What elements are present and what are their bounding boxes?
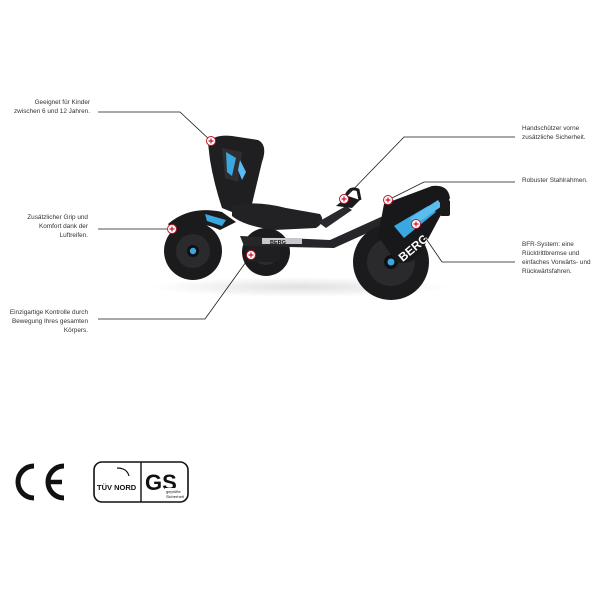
- marker-frame[interactable]: [383, 195, 393, 205]
- leader-lines: [98, 111, 515, 320]
- callout-grip-line: Zusätzlicher Grip und: [27, 214, 88, 221]
- callout-brake-line: Rückwärtsfahren.: [522, 268, 572, 275]
- leader-line-brake: [415, 223, 515, 263]
- leader-line-hand-guard: [343, 136, 515, 200]
- tuv-nord-label: TÜV NORD: [97, 483, 137, 492]
- marker-age[interactable]: [206, 136, 216, 146]
- go-kart: BERG BERG: [164, 135, 450, 300]
- callout-grip: Zusätzlicher Grip und Komfort dank der L…: [27, 213, 88, 240]
- leader-line-age: [98, 111, 212, 142]
- marker-control[interactable]: [246, 250, 256, 260]
- callout-frame: Robuster Stahlrahmen.: [522, 176, 588, 185]
- callout-control-line: Bewegung Ihres gesamten: [11, 318, 88, 325]
- callout-age-line: zwischen 6 und 12 Jahren.: [13, 108, 90, 115]
- callout-grip-line: Komfort dank der: [38, 223, 88, 230]
- frame-brand-label: BERG: [270, 240, 286, 246]
- leader-line-frame: [387, 181, 515, 201]
- marker-hand-guard[interactable]: [339, 194, 349, 204]
- callout-control-line: Körpers.: [63, 327, 88, 334]
- callout-brake-line: Rücktrittbremse und: [522, 250, 580, 257]
- callout-brake: BFR-System: eine Rücktrittbremse und ein…: [522, 240, 591, 276]
- gs-sub-label: geprüfte: [166, 489, 181, 494]
- ce-mark-logo: CE: [12, 460, 65, 501]
- callout-control-line: Einzigartige Kontrolle durch: [9, 309, 88, 316]
- marker-grip[interactable]: [167, 224, 177, 234]
- callout-control: Einzigartige Kontrolle durch Bewegung Ih…: [10, 308, 88, 335]
- callout-frame-line: Robuster Stahlrahmen.: [522, 177, 588, 184]
- callout-hand-guard: Handschützer vorne zusätzliche Sicherhei…: [522, 124, 586, 142]
- callout-age: Geeignet für Kinder zwischen 6 und 12 Ja…: [14, 98, 90, 116]
- callout-hand-guard-line: zusätzliche Sicherheit.: [522, 134, 586, 141]
- marker-brake[interactable]: [411, 219, 421, 229]
- callout-brake-line: BFR-System: eine: [522, 241, 574, 248]
- markers: [167, 136, 421, 260]
- seat: [208, 135, 323, 230]
- tuv-nord-mark: TÜV NORD: [97, 467, 137, 492]
- leader-line-control: [98, 254, 252, 320]
- callout-age-line: Geeignet für Kinder: [34, 99, 90, 106]
- gs-mark: GS geprüfte Sicherheit: [145, 470, 185, 499]
- callout-grip-line: Luftreifen.: [59, 232, 88, 239]
- gs-sub-label: Sicherheit: [166, 494, 185, 499]
- rear-wheel: [164, 210, 236, 280]
- callout-brake-line: einfaches Vorwärts- und: [522, 259, 591, 266]
- ce-label: CE: [12, 460, 14, 461]
- tuv-gs-logo: TÜV NORD GS geprüfte Sicherheit: [93, 461, 189, 503]
- callout-hand-guard-line: Handschützer vorne: [522, 125, 580, 132]
